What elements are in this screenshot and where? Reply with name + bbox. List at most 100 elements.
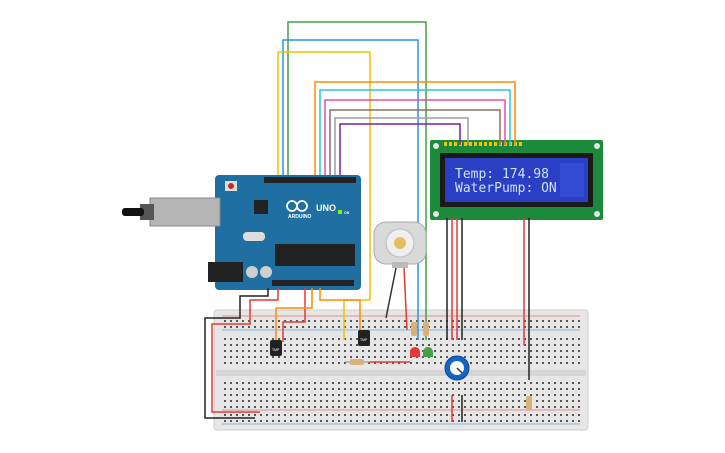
breadboard-hole[interactable] xyxy=(476,356,478,358)
breadboard-hole[interactable] xyxy=(398,350,400,352)
breadboard-hole[interactable] xyxy=(572,344,574,346)
breadboard-hole[interactable] xyxy=(236,356,238,358)
breadboard-hole[interactable] xyxy=(332,344,334,346)
potentiometer[interactable] xyxy=(444,355,470,422)
breadboard-hole[interactable] xyxy=(314,362,316,364)
breadboard-hole[interactable] xyxy=(230,356,232,358)
breadboard-hole[interactable] xyxy=(314,406,316,408)
breadboard-hole[interactable] xyxy=(308,362,310,364)
breadboard-hole[interactable] xyxy=(236,414,238,416)
breadboard-hole[interactable] xyxy=(434,338,436,340)
breadboard-hole[interactable] xyxy=(230,350,232,352)
breadboard-hole[interactable] xyxy=(524,400,526,402)
breadboard-hole[interactable] xyxy=(470,414,472,416)
breadboard-hole[interactable] xyxy=(518,350,520,352)
breadboard-hole[interactable] xyxy=(506,362,508,364)
breadboard-hole[interactable] xyxy=(296,338,298,340)
breadboard-hole[interactable] xyxy=(560,326,562,328)
breadboard-hole[interactable] xyxy=(434,420,436,422)
breadboard-hole[interactable] xyxy=(476,406,478,408)
breadboard-hole[interactable] xyxy=(458,344,460,346)
breadboard-hole[interactable] xyxy=(344,362,346,364)
breadboard-hole[interactable] xyxy=(386,338,388,340)
breadboard-hole[interactable] xyxy=(230,406,232,408)
breadboard-hole[interactable] xyxy=(572,394,574,396)
breadboard-hole[interactable] xyxy=(392,394,394,396)
breadboard-hole[interactable] xyxy=(338,338,340,340)
breadboard-hole[interactable] xyxy=(248,344,250,346)
breadboard-hole[interactable] xyxy=(566,362,568,364)
breadboard-hole[interactable] xyxy=(332,420,334,422)
wires-top[interactable] xyxy=(277,21,516,340)
breadboard-hole[interactable] xyxy=(470,382,472,384)
breadboard-hole[interactable] xyxy=(434,394,436,396)
breadboard-hole[interactable] xyxy=(470,350,472,352)
breadboard-hole[interactable] xyxy=(374,362,376,364)
breadboard-hole[interactable] xyxy=(326,344,328,346)
breadboard-hole[interactable] xyxy=(356,338,358,340)
breadboard-hole[interactable] xyxy=(518,406,520,408)
breadboard-hole[interactable] xyxy=(554,338,556,340)
breadboard-hole[interactable] xyxy=(368,362,370,364)
breadboard-hole[interactable] xyxy=(440,350,442,352)
breadboard-hole[interactable] xyxy=(452,388,454,390)
breadboard-hole[interactable] xyxy=(572,420,574,422)
breadboard-hole[interactable] xyxy=(254,350,256,352)
breadboard-hole[interactable] xyxy=(524,394,526,396)
breadboard-hole[interactable] xyxy=(572,406,574,408)
breadboard-hole[interactable] xyxy=(410,362,412,364)
breadboard-hole[interactable] xyxy=(548,356,550,358)
breadboard-hole[interactable] xyxy=(290,400,292,402)
breadboard-hole[interactable] xyxy=(554,350,556,352)
breadboard-hole[interactable] xyxy=(308,338,310,340)
breadboard-hole[interactable] xyxy=(458,420,460,422)
breadboard-hole[interactable] xyxy=(326,382,328,384)
breadboard-hole[interactable] xyxy=(296,362,298,364)
breadboard-hole[interactable] xyxy=(326,350,328,352)
breadboard-hole[interactable] xyxy=(494,320,496,322)
breadboard-hole[interactable] xyxy=(386,320,388,322)
breadboard-hole[interactable] xyxy=(380,338,382,340)
breadboard-hole[interactable] xyxy=(242,344,244,346)
breadboard-hole[interactable] xyxy=(332,326,334,328)
breadboard-hole[interactable] xyxy=(344,388,346,390)
breadboard-hole[interactable] xyxy=(518,388,520,390)
breadboard-hole[interactable] xyxy=(536,382,538,384)
breadboard-hole[interactable] xyxy=(422,362,424,364)
breadboard-hole[interactable] xyxy=(452,350,454,352)
breadboard-hole[interactable] xyxy=(416,382,418,384)
breadboard-hole[interactable] xyxy=(362,420,364,422)
breadboard-hole[interactable] xyxy=(440,338,442,340)
breadboard-hole[interactable] xyxy=(476,382,478,384)
breadboard-hole[interactable] xyxy=(278,362,280,364)
breadboard-hole[interactable] xyxy=(266,356,268,358)
breadboard-hole[interactable] xyxy=(434,400,436,402)
breadboard-hole[interactable] xyxy=(356,326,358,328)
breadboard-hole[interactable] xyxy=(308,356,310,358)
breadboard-hole[interactable] xyxy=(380,382,382,384)
breadboard-hole[interactable] xyxy=(416,362,418,364)
breadboard-hole[interactable] xyxy=(542,320,544,322)
breadboard-hole[interactable] xyxy=(368,356,370,358)
breadboard-hole[interactable] xyxy=(536,344,538,346)
breadboard-hole[interactable] xyxy=(566,406,568,408)
breadboard-hole[interactable] xyxy=(338,362,340,364)
breadboard-hole[interactable] xyxy=(548,350,550,352)
breadboard-hole[interactable] xyxy=(308,388,310,390)
breadboard-hole[interactable] xyxy=(296,382,298,384)
breadboard-hole[interactable] xyxy=(440,320,442,322)
breadboard-hole[interactable] xyxy=(326,420,328,422)
breadboard-hole[interactable] xyxy=(518,326,520,328)
breadboard-hole[interactable] xyxy=(506,338,508,340)
breadboard-hole[interactable] xyxy=(536,406,538,408)
breadboard-hole[interactable] xyxy=(320,420,322,422)
breadboard-hole[interactable] xyxy=(494,394,496,396)
breadboard-hole[interactable] xyxy=(512,400,514,402)
breadboard-hole[interactable] xyxy=(464,394,466,396)
breadboard-hole[interactable] xyxy=(434,326,436,328)
lcd-pin[interactable] xyxy=(444,142,447,146)
breadboard-hole[interactable] xyxy=(230,414,232,416)
breadboard-hole[interactable] xyxy=(566,356,568,358)
breadboard-hole[interactable] xyxy=(422,400,424,402)
breadboard-hole[interactable] xyxy=(362,350,364,352)
